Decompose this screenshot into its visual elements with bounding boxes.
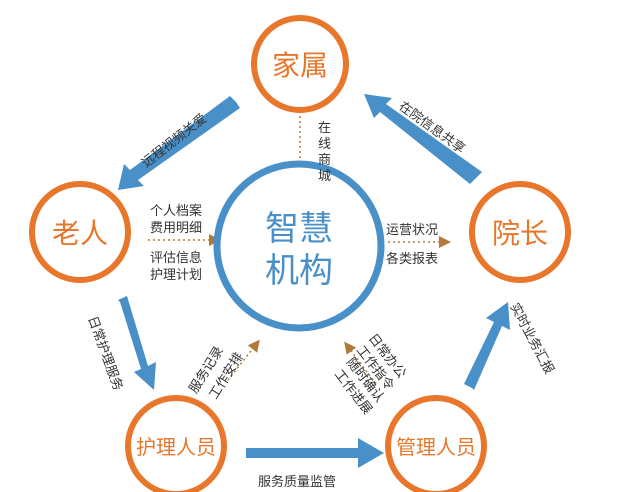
label-elder-center-1a: 个人档案 (150, 204, 202, 219)
arrow-elder-to-caregiver (118, 296, 156, 390)
label-elder-to-family: 远程视频关爱 (139, 111, 210, 171)
center-node: 智慧 机构 (213, 160, 385, 332)
label-elder-center-2b: 护理计划 (150, 268, 202, 283)
node-caregiver-label: 护理人员 (136, 435, 216, 459)
label-center-director-a: 运营状况 (386, 223, 438, 238)
node-elder: 老人 (29, 181, 131, 283)
label-family-center-char-3: 商 (318, 153, 331, 168)
label-elder-center-1b: 费用明细 (150, 221, 202, 236)
label-elder-caregiver: 日常护理服务 (84, 314, 126, 393)
arrow-manager-to-director (464, 302, 510, 390)
center-label-line1: 智慧 (265, 209, 333, 249)
label-manager-director: 实时业务汇报 (506, 300, 557, 376)
label-family-center: 在 线 商 城 (318, 121, 331, 184)
label-elder-center-2a: 评估信息 (150, 250, 202, 266)
dotted-arrow-caregiver-center (227, 339, 260, 381)
dotted-arrow-manager-center (344, 341, 377, 385)
node-manager: 管理人员 (385, 395, 487, 492)
node-caregiver: 护理人员 (125, 395, 227, 492)
label-caregiver-manager: 服务质量监管 (258, 474, 336, 490)
center-label-line2: 机构 (265, 251, 333, 291)
arrow-caregiver-to-manager (246, 438, 384, 468)
arrow-director-to-family (364, 94, 482, 184)
label-family-center-char-4: 城 (318, 169, 331, 184)
node-manager-label: 管理人员 (396, 435, 476, 459)
node-family-label: 家属 (272, 49, 328, 82)
label-family-center-char-2: 线 (318, 137, 331, 152)
node-director: 院长 (469, 181, 571, 283)
node-family: 家属 (251, 15, 349, 113)
node-elder-label: 老人 (52, 217, 108, 250)
arrow-family-to-elder (118, 96, 240, 190)
label-center-director-b: 各类报表 (386, 251, 438, 267)
label-family-center-char-1: 在 (318, 121, 331, 136)
node-director-label: 院长 (492, 217, 548, 250)
